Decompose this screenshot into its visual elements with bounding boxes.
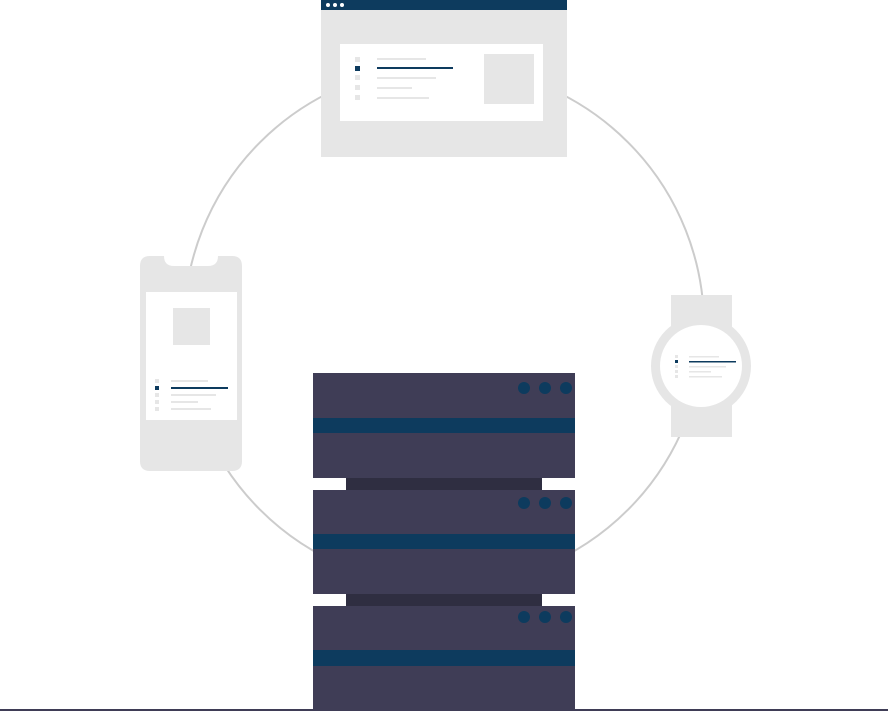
server-status-light: [539, 611, 551, 623]
browser-dot-icon: [333, 3, 337, 7]
list-line: [377, 77, 436, 79]
list-bullet: [355, 95, 360, 100]
list-line: [171, 401, 198, 403]
list-line: [377, 87, 412, 89]
list-bullet: [675, 375, 678, 378]
server-status-light: [518, 497, 530, 509]
server-status-light: [539, 382, 551, 394]
list-line: [171, 408, 211, 410]
list-line-active: [689, 361, 736, 363]
list-bullet: [355, 57, 360, 62]
list-line-active: [377, 67, 453, 69]
smartphone: [140, 256, 242, 471]
list-bullet: [355, 75, 360, 80]
list-bullet: [155, 407, 159, 411]
list-line: [689, 356, 719, 358]
list-bullet-active: [155, 386, 159, 390]
server-connector: [346, 478, 542, 490]
list-bullet: [355, 85, 360, 90]
server-stripe: [313, 650, 575, 666]
list-bullet: [675, 370, 678, 373]
browser-titlebar: [321, 0, 567, 10]
server-connector: [346, 594, 542, 606]
list-bullet: [675, 355, 678, 358]
server-status-light: [518, 382, 530, 394]
list-bullet-active: [355, 66, 360, 71]
image-placeholder: [484, 54, 534, 104]
server-status-light: [560, 611, 572, 623]
browser-dot-icon: [340, 3, 344, 7]
browser-dot-icon: [326, 3, 330, 7]
list-bullet: [155, 393, 159, 397]
server-status-light: [518, 611, 530, 623]
server-rack: [313, 373, 575, 709]
list-line: [689, 371, 711, 373]
list-bullet: [675, 365, 678, 368]
list-line: [377, 97, 429, 99]
list-line: [171, 394, 216, 396]
server-stripe: [313, 534, 575, 549]
list-line: [377, 58, 426, 60]
list-line-active: [171, 387, 228, 389]
browser-window: [321, 0, 567, 157]
list-bullet: [155, 379, 159, 383]
list-line: [689, 366, 726, 368]
image-placeholder: [173, 308, 210, 345]
server-status-light: [560, 497, 572, 509]
server-status-light: [539, 497, 551, 509]
smartwatch: [651, 295, 751, 437]
ground-line: [0, 709, 888, 711]
list-line: [689, 376, 722, 378]
server-stripe: [313, 418, 575, 433]
server-status-light: [560, 382, 572, 394]
list-bullet: [155, 400, 159, 404]
list-bullet-active: [675, 360, 678, 363]
list-line: [171, 380, 208, 382]
